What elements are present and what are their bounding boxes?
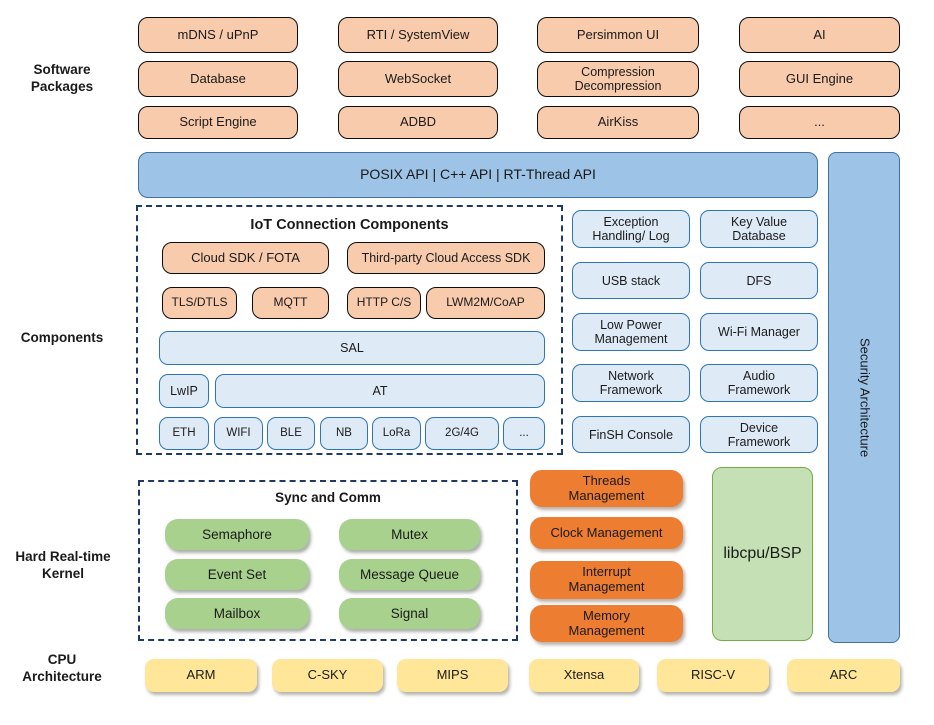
component-box: Device Framework <box>700 416 818 453</box>
mgmt-box: Interrupt Management <box>530 561 683 599</box>
link-box: ETH <box>159 417 209 450</box>
sync-box: Signal <box>339 598 480 629</box>
component-box: Low Power Management <box>572 313 690 351</box>
sync-box: Semaphore <box>165 519 309 550</box>
package-box: ... <box>739 106 900 139</box>
security-architecture-bar: Security Architecture <box>828 152 900 643</box>
label-kernel: Hard Real-time Kernel <box>15 549 111 581</box>
component-box: Wi-Fi Manager <box>700 313 818 351</box>
label-components: Components <box>20 330 104 345</box>
sync-box: Message Queue <box>339 559 480 590</box>
label-cpu-architecture: CPU Architecture <box>22 652 102 684</box>
cloud-sdk-box: Cloud SDK / FOTA <box>162 242 329 274</box>
mgmt-box: Memory Management <box>530 605 683 642</box>
iot-connection-group: IoT Connection Components Cloud SDK / FO… <box>136 205 563 455</box>
mgmt-box: Threads Management <box>530 470 683 507</box>
package-box: RTI / SystemView <box>338 17 498 53</box>
sync-box: Mailbox <box>165 598 309 629</box>
cpu-arch-box: C-SKY <box>272 659 383 692</box>
posix-api-bar: POSIX API | C++ API | RT-Thread API <box>138 152 818 198</box>
cpu-arch-box: ARC <box>787 659 900 692</box>
sync-box: Mutex <box>339 519 480 550</box>
link-box: BLE <box>267 417 315 450</box>
component-box: Network Framework <box>572 364 690 402</box>
third-party-sdk-box: Third-party Cloud Access SDK <box>347 242 545 274</box>
sync-comm-group: Sync and Comm Semaphore Mutex Event Set … <box>138 480 518 641</box>
package-box: Database <box>138 61 298 97</box>
link-box: LoRa <box>372 417 421 450</box>
cpu-arch-box: RISC-V <box>657 659 769 692</box>
component-box: Key Value Database <box>700 210 818 248</box>
sync-box: Event Set <box>165 559 309 590</box>
package-box: Script Engine <box>138 106 298 139</box>
component-box: FinSH Console <box>572 416 690 453</box>
sync-comm-title: Sync and Comm <box>275 490 381 505</box>
component-box: Exception Handling/ Log <box>572 210 690 248</box>
link-box: 2G/4G <box>425 417 499 450</box>
package-box: ADBD <box>338 106 498 139</box>
package-box: WebSocket <box>338 61 498 97</box>
protocol-box: HTTP C/S <box>347 287 421 319</box>
package-box: AI <box>739 17 900 53</box>
package-box: mDNS / uPnP <box>138 17 298 53</box>
iot-connection-title: IoT Connection Components <box>250 217 449 233</box>
cpu-arch-box: ARM <box>145 659 257 692</box>
package-box: Compression Decompression <box>537 61 699 97</box>
component-box: USB stack <box>572 262 690 299</box>
at-box: AT <box>215 374 545 408</box>
package-box: GUI Engine <box>739 61 900 97</box>
component-box: DFS <box>700 262 818 299</box>
cpu-arch-box: MIPS <box>397 659 508 692</box>
link-box: WIFI <box>214 417 263 450</box>
protocol-box: MQTT <box>252 287 329 319</box>
lwip-box: LwIP <box>159 374 209 408</box>
package-box: AirKiss <box>537 106 699 139</box>
package-box: Persimmon UI <box>537 17 699 53</box>
link-box: ... <box>503 417 545 450</box>
cpu-arch-box: Xtensa <box>529 659 639 692</box>
libcpu-bsp-box: libcpu/BSP <box>712 467 813 641</box>
sal-box: SAL <box>159 331 545 365</box>
protocol-box: LWM2M/CoAP <box>426 287 545 319</box>
label-software-packages: Software Packages <box>30 62 94 94</box>
protocol-box: TLS/DTLS <box>162 287 237 319</box>
component-box: Audio Framework <box>700 364 818 402</box>
mgmt-box: Clock Management <box>530 517 683 549</box>
link-box: NB <box>320 417 368 450</box>
